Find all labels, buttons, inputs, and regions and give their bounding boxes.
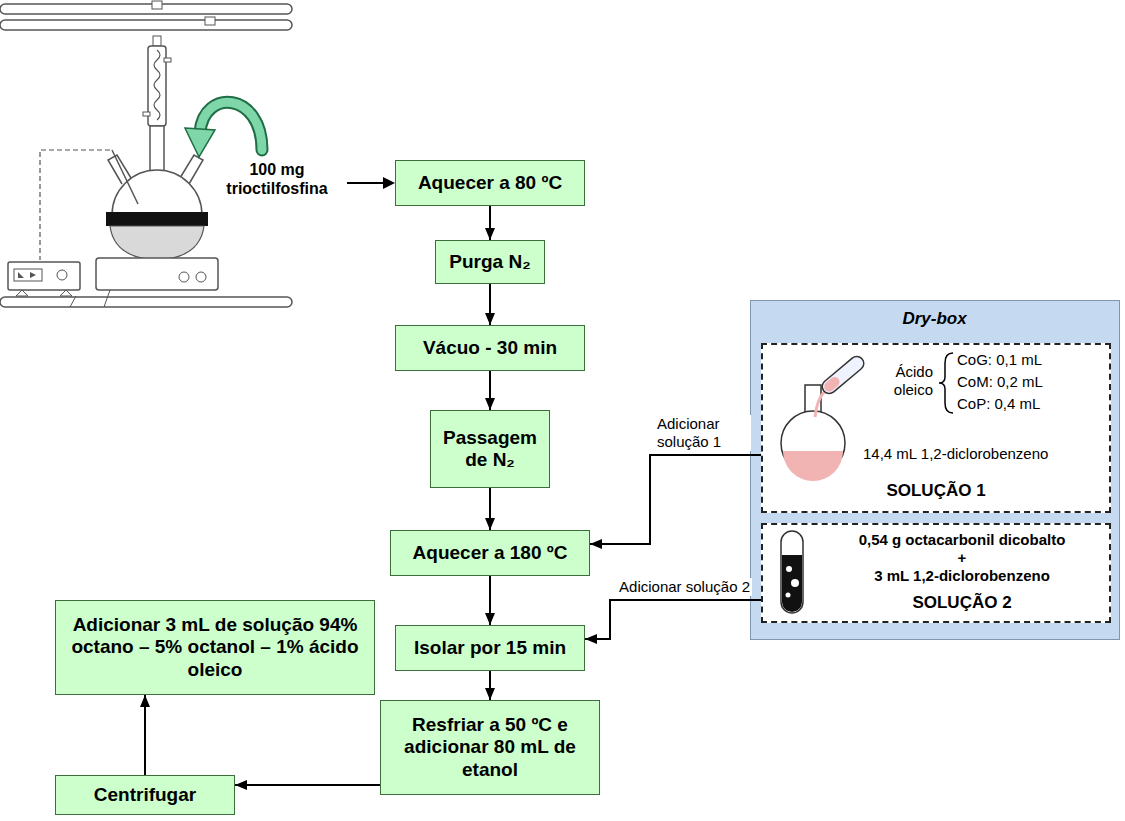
process-box: Aquecer a 180 ºC: [390, 530, 590, 576]
drawing-part: [939, 353, 953, 413]
box-text: SOLUÇÃO 2: [818, 593, 1106, 613]
process-box: Purga N₂: [435, 240, 545, 284]
drawing-part: [347, 182, 386, 184]
drawing-part: [0, 20, 292, 30]
drawing-part: [815, 391, 825, 417]
process-box: Isolar por 15 min: [395, 625, 585, 671]
drawing-part: [782, 555, 802, 612]
flow-arrow: [235, 784, 380, 786]
drawing-part: [179, 272, 189, 282]
drawing-part: [786, 593, 791, 598]
drawing-part: [791, 579, 799, 587]
process-box: Aquecer a 80 ºC: [395, 160, 585, 206]
edge-label: Adicionar solução 1: [655, 415, 751, 451]
solution-box: Ácido oleico CoG: 0,1 mL CoM: 0,2 mL CoP: 0…: [761, 343, 1111, 513]
panel-title: Dry-box: [751, 309, 1118, 329]
drawing-part: [200, 102, 262, 150]
drawing-part: [106, 212, 208, 226]
drawing-part: [57, 270, 67, 280]
box-text: CoP: 0,4 mL: [957, 395, 1105, 413]
box-text: CoG: 0,1 mL: [957, 351, 1105, 369]
flow-arrow: [489, 671, 491, 700]
drawing-part: [150, 126, 164, 172]
drawing-part: [154, 50, 160, 120]
apparatus-illustration: [0, 0, 360, 320]
drawing-part: [822, 375, 841, 394]
process-box: Passagem de N₂: [430, 410, 550, 488]
drawing-part: [40, 150, 110, 260]
flow-arrow: [489, 284, 491, 325]
drawing-part: [152, 1, 162, 9]
drawing-part: [200, 102, 262, 150]
drawing-part: [112, 150, 138, 204]
flow-arrow: [489, 488, 491, 530]
box-text: SOLUÇÃO 1: [763, 481, 1109, 501]
drawing-part: [96, 258, 218, 290]
drawing-part: [110, 226, 204, 260]
process-box: Resfriar a 50 ºC e adicionar 80 mL de et…: [380, 700, 600, 795]
solution-box: 0,54 g octacarbonil dicobalto+3 mL 1,2-d…: [761, 523, 1111, 623]
drawing-part: [164, 58, 171, 62]
box-text: 3 mL 1,2-diclorobenzeno: [818, 567, 1106, 585]
drawing-part: [18, 272, 36, 278]
drawing-part: [196, 272, 206, 282]
box-text: Adicionar 3 mL de solução 94% octano – 5…: [64, 614, 366, 681]
flow-arrow: [489, 371, 491, 410]
box-text: Vácuo - 30 min: [423, 337, 557, 359]
box-text: Passagem de N₂: [439, 427, 541, 472]
drawing-part: [786, 566, 792, 572]
dry-box-panel: Dry-box Ácido oleico CoG: 0,1 mL CoM: 0,2 …: [750, 300, 1120, 640]
drawing-part: [14, 269, 42, 281]
box-text: Ácido oleico: [873, 363, 933, 399]
drawing-part: [148, 46, 166, 126]
drawing-part: [108, 155, 131, 184]
drawing-part: [16, 290, 72, 296]
flow-arrow: [590, 455, 761, 544]
drawing-part: [0, 297, 292, 307]
box-text: CoM: 0,2 mL: [957, 373, 1105, 391]
drawing-part: [185, 128, 215, 157]
drawing-part: [205, 17, 215, 25]
process-box: Centrifugar: [55, 775, 235, 815]
box-text: Isolar por 15 min: [414, 637, 566, 659]
box-text: Resfriar a 50 ºC e adicionar 80 mL de et…: [389, 714, 591, 781]
drawing-part: [781, 531, 803, 613]
box-text: 14,4 mL 1,2-diclorobenzeno: [863, 445, 1107, 463]
edge-label: Adicionar solução 2: [596, 578, 752, 596]
box-text: 0,54 g octacarbonil dicobalto: [818, 531, 1106, 549]
flow-arrow: [144, 695, 146, 775]
drawing-part: [819, 354, 866, 397]
drawing-part: [819, 354, 866, 397]
flow-arrow: [489, 576, 491, 625]
annotation: 100 mg trioctilfosfina: [212, 160, 342, 198]
box-text: Aquecer a 80 ºC: [418, 172, 562, 194]
process-box: Vácuo - 30 min: [395, 325, 585, 371]
drawing-part: [104, 290, 110, 307]
box-text: Centrifugar: [94, 784, 196, 806]
drawing-part: [0, 4, 292, 14]
drawing-part: [143, 112, 150, 116]
box-text: Purga N₂: [449, 251, 530, 273]
flow-arrow: [489, 206, 491, 240]
flow-arrow: [585, 600, 761, 639]
drawing-part: [153, 36, 161, 46]
drawing-part: [70, 296, 76, 307]
process-box: Adicionar 3 mL de solução 94% octano – 5…: [55, 600, 375, 695]
drawing-part: [783, 451, 843, 481]
drawing-part: [8, 262, 80, 290]
feed-arrow: [340, 170, 400, 196]
box-text: Aquecer a 180 ºC: [413, 542, 568, 564]
box-text: +: [818, 549, 1106, 567]
drawing-part: [383, 177, 395, 189]
